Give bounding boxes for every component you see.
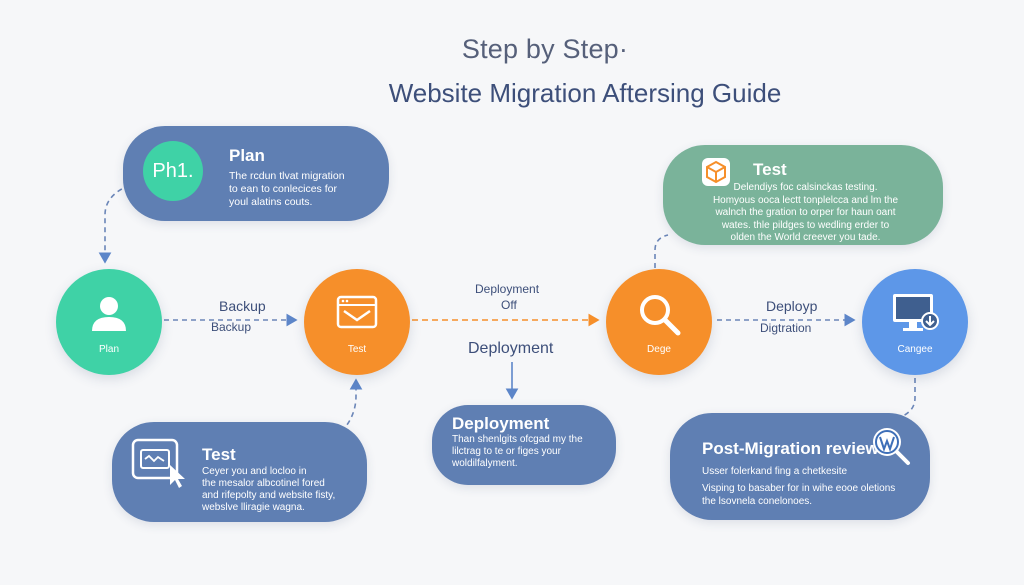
dege-node[interactable]: Dege <box>606 269 712 375</box>
test-bottom-card-line: webslve lliragie wagna. <box>202 502 305 513</box>
post-migration-card-line: the lsovnela conelonoes. <box>702 496 813 507</box>
flow-label-backup: Backup <box>219 298 266 314</box>
test-top-card-line: olden the World creever you tade. <box>730 232 881 243</box>
test-top-card-heading: Test <box>753 160 787 179</box>
deployment-card: Deployment Than shenlgits ofcgad my the … <box>432 405 616 485</box>
box-icon <box>702 158 730 186</box>
monitor-download-icon <box>893 294 939 331</box>
test-bottom-card-description: Ceyer you and locloo in the mesalor albc… <box>202 466 362 514</box>
cange-node-label: Cangee <box>897 344 933 355</box>
plan-card-heading: Plan <box>229 146 265 165</box>
deployment-card-heading: Deployment <box>452 414 550 433</box>
diagram-subtitle: Step by Step· <box>461 34 629 64</box>
deployment-card-line: lilctrag to te or figes your <box>452 446 561 457</box>
flow-label-digtration: Digtration <box>760 321 812 335</box>
test-bottom-card: Test Ceyer you and locloo in the mesalor… <box>112 422 367 522</box>
dege-node-label: Dege <box>647 344 671 355</box>
plan-card-line: The rcdun tlvat migration <box>229 170 345 182</box>
flow-label-backup-secondary: Backup <box>211 320 252 334</box>
plan-card-line: to ean to conlecices for <box>229 183 337 195</box>
deployment-card-line: Than shenlgits ofcgad my the <box>452 434 583 445</box>
test-top-card-line: walnch the gration to orper for haun oan… <box>715 207 896 218</box>
test-bottom-card-line: the mesalor albcotinel fored <box>202 478 325 489</box>
test-top-card: Test Delendiys foc calsinckas testing. H… <box>663 145 943 245</box>
plan-node-label: Plan <box>98 344 119 355</box>
flow-label-off: Off <box>501 298 517 312</box>
test-top-card-line: Delendiys foc calsinckas testing. <box>733 182 878 193</box>
test-bottom-card-line: Ceyer you and locloo in <box>202 466 307 477</box>
plan-card-line: youl alatins couts. <box>229 196 313 208</box>
diagram-title: Website Migration Aftersing Guide <box>388 78 782 108</box>
test-node-label: Test <box>347 344 367 355</box>
post-migration-card-line: Usser folerkand fing a chetkesite <box>702 466 848 477</box>
connector-test-card-to-test <box>334 378 363 439</box>
post-migration-card-description: Usser folerkand fing a chetkesite Vispin… <box>702 465 922 508</box>
cange-node[interactable]: Cangee <box>862 269 968 375</box>
connector-dege-to-test-card <box>654 234 669 268</box>
test-top-card-line: wates. thle pildges to wedling erder to <box>721 219 890 231</box>
plan-card: Ph1. Plan The rcdun tlvat migration to e… <box>123 126 389 221</box>
flow-label-deployp: Deployp <box>766 298 818 314</box>
test-bottom-card-line: and rifepolty and website fisty, <box>202 490 336 501</box>
cursor-window-icon <box>131 438 185 488</box>
plan-node[interactable]: Plan <box>56 269 162 375</box>
test-bottom-card-heading: Test <box>202 445 236 464</box>
post-migration-card: Post-Migration review Usser folerkand fi… <box>670 413 930 520</box>
flow-label-deployment-center: Deployment <box>468 340 554 357</box>
flow-label-deployment: Deployment <box>475 282 540 296</box>
envelope-icon <box>336 295 378 329</box>
deployment-card-description: Than shenlgits ofcgad my the lilctrag to… <box>452 434 607 470</box>
test-top-card-description: Delendiys foc calsinckas testing. Homyou… <box>683 182 928 245</box>
wordpress-search-icon <box>873 428 910 465</box>
post-migration-card-line: Visping to basaber for in wihe eooe olet… <box>702 483 896 494</box>
phase-badge: Ph1. <box>143 141 203 201</box>
user-icon <box>92 297 126 331</box>
post-migration-card-heading: Post-Migration review <box>702 439 879 458</box>
magnifier-icon <box>640 295 681 336</box>
plan-card-description: The rcdun tlvat migration to ean to conl… <box>229 170 379 209</box>
deployment-card-line: woldilfalyment. <box>452 458 518 469</box>
connector-cange-to-post <box>897 378 916 419</box>
test-top-card-line: Homyous ooca lectt tonplelcca and lm the <box>712 194 899 206</box>
test-node[interactable]: Test <box>304 269 410 375</box>
